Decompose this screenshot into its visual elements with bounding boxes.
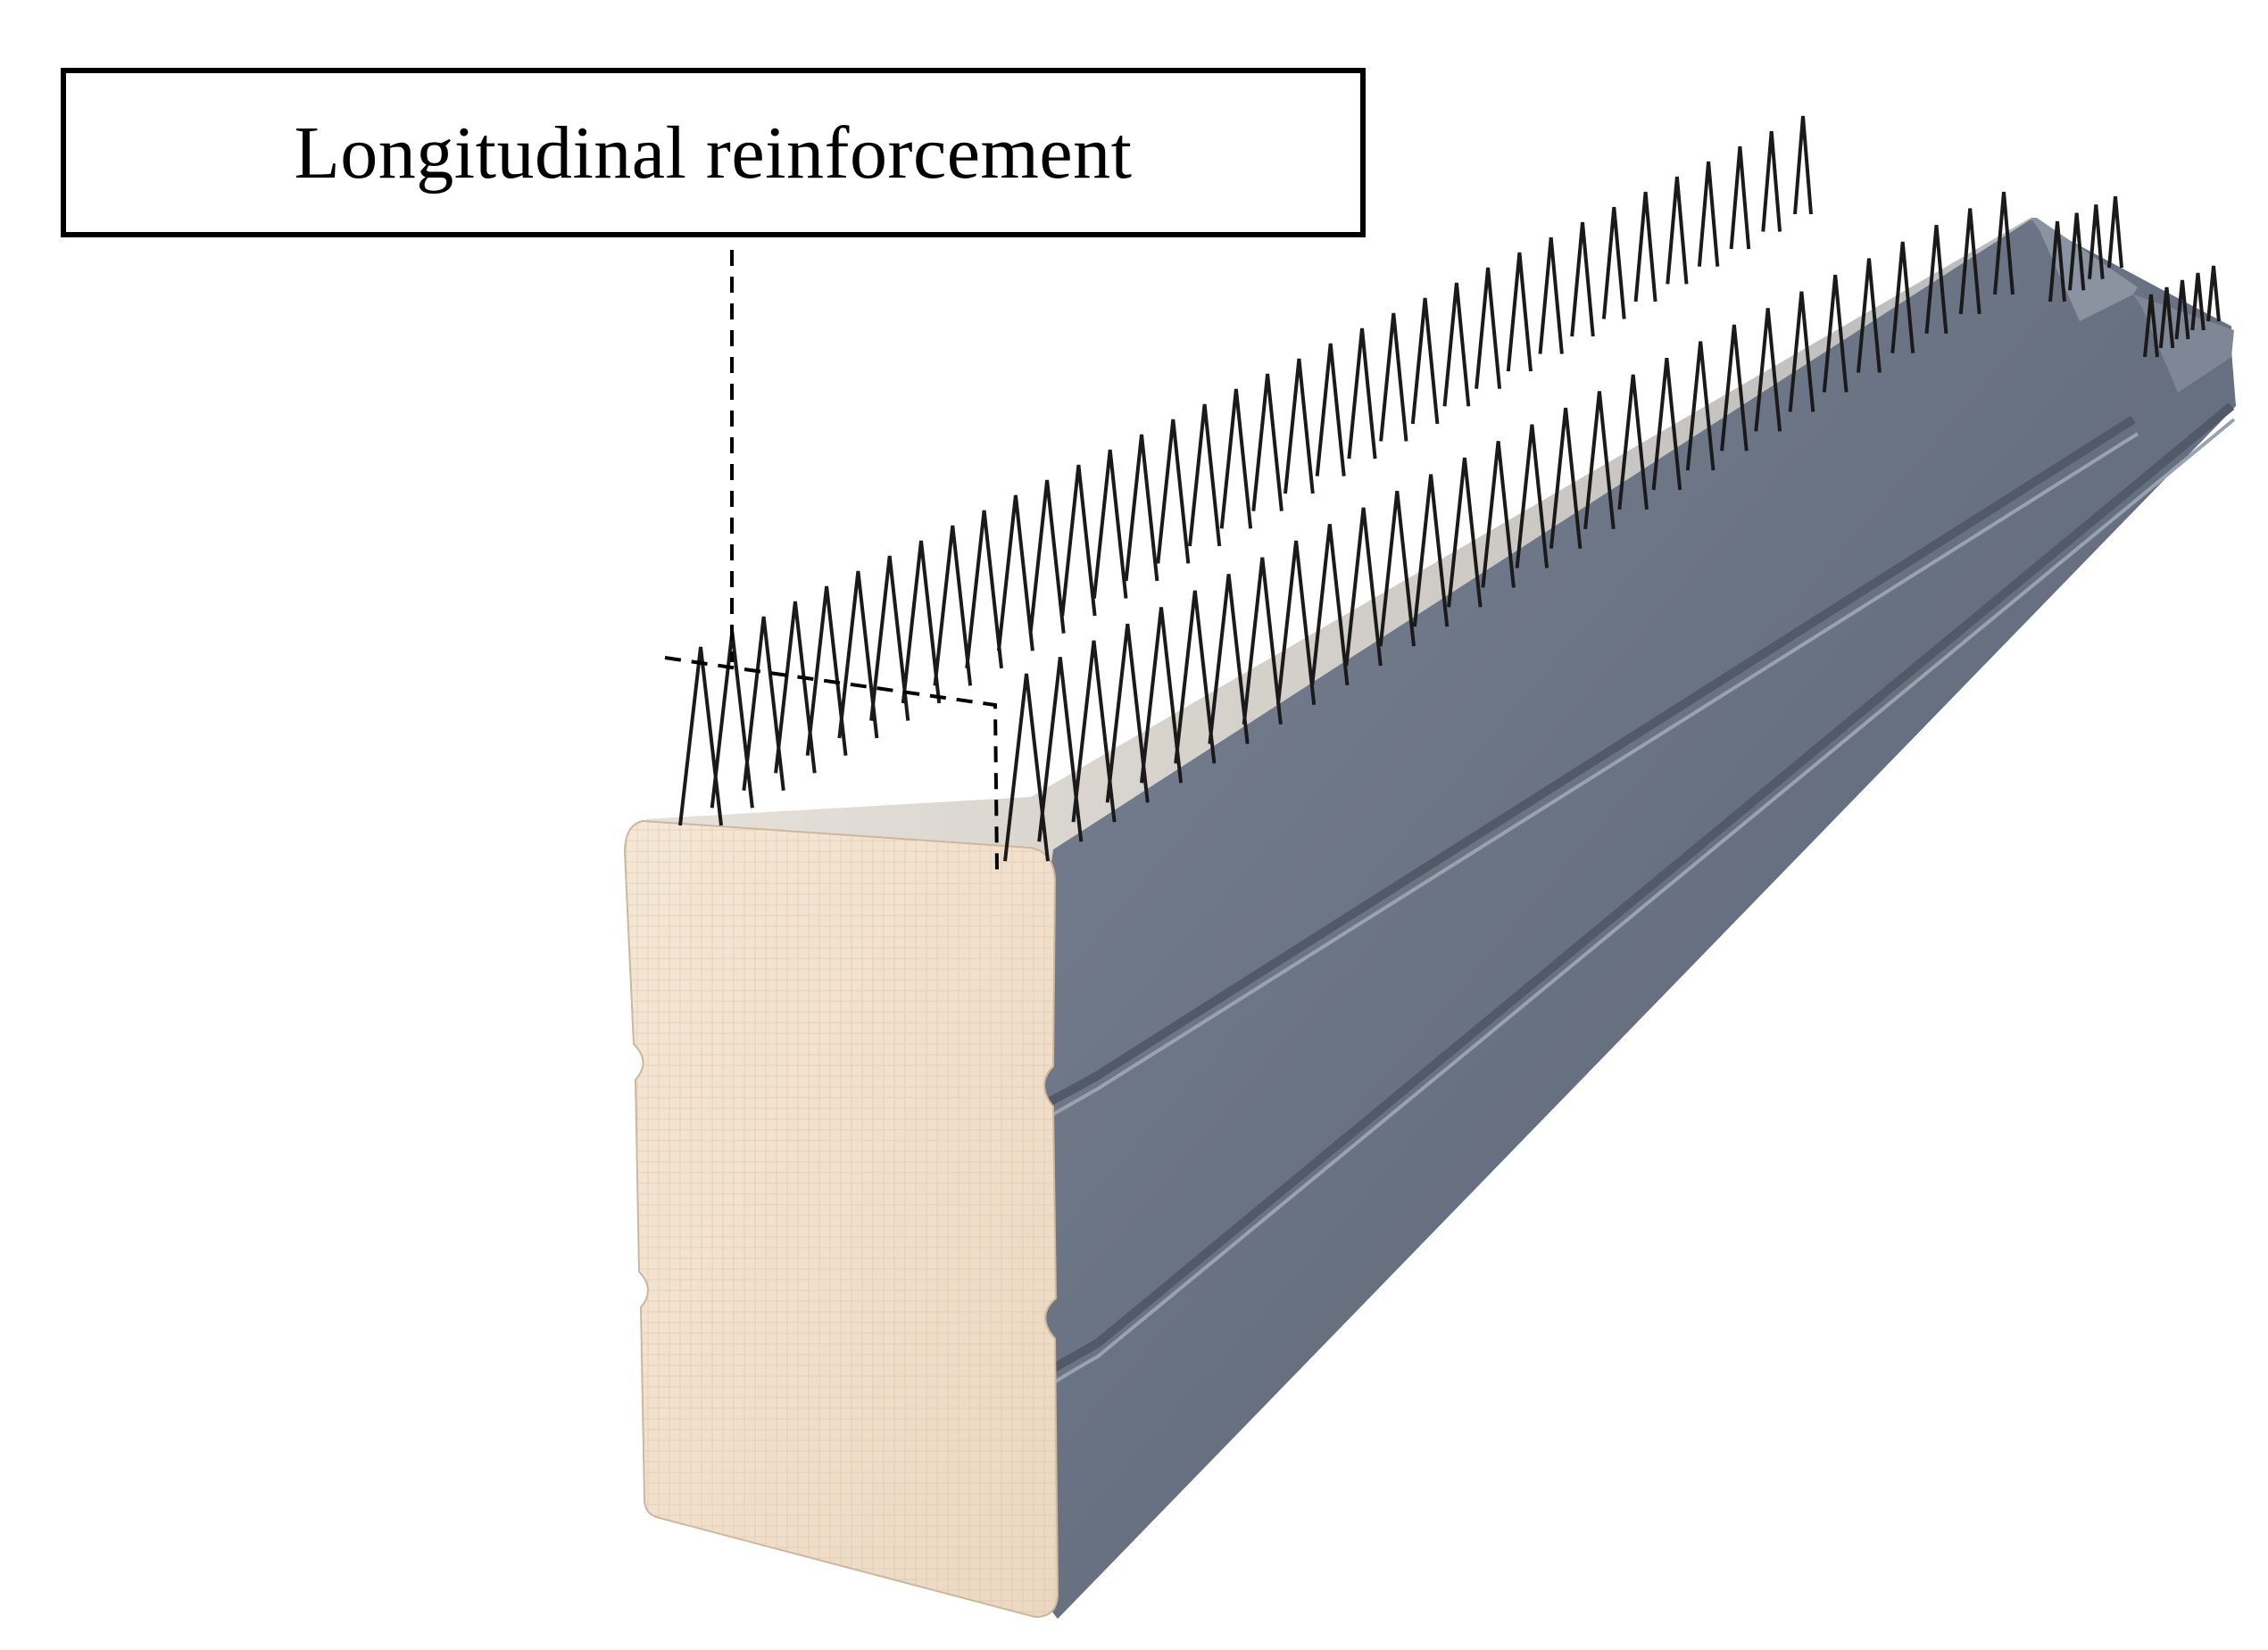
reinforcement-row-step-upper — [2048, 195, 2123, 303]
beam-rear-ledge-lower — [2133, 294, 2234, 393]
beam-rear-ledge-upper — [2031, 218, 2138, 321]
reinforcement-row-back — [1003, 191, 2015, 862]
callout-label: Longitudinal reinforcement — [294, 111, 1133, 195]
reinforcement-row-step-lower — [2143, 265, 2221, 358]
reinforcement-row-front — [678, 115, 1813, 826]
longitudinal-reinforcement-spikes — [678, 115, 2221, 862]
callout-bracket — [664, 656, 999, 871]
callout-label-box: Longitudinal reinforcement — [61, 68, 1366, 237]
beam-end-face-texture — [625, 821, 1058, 1617]
